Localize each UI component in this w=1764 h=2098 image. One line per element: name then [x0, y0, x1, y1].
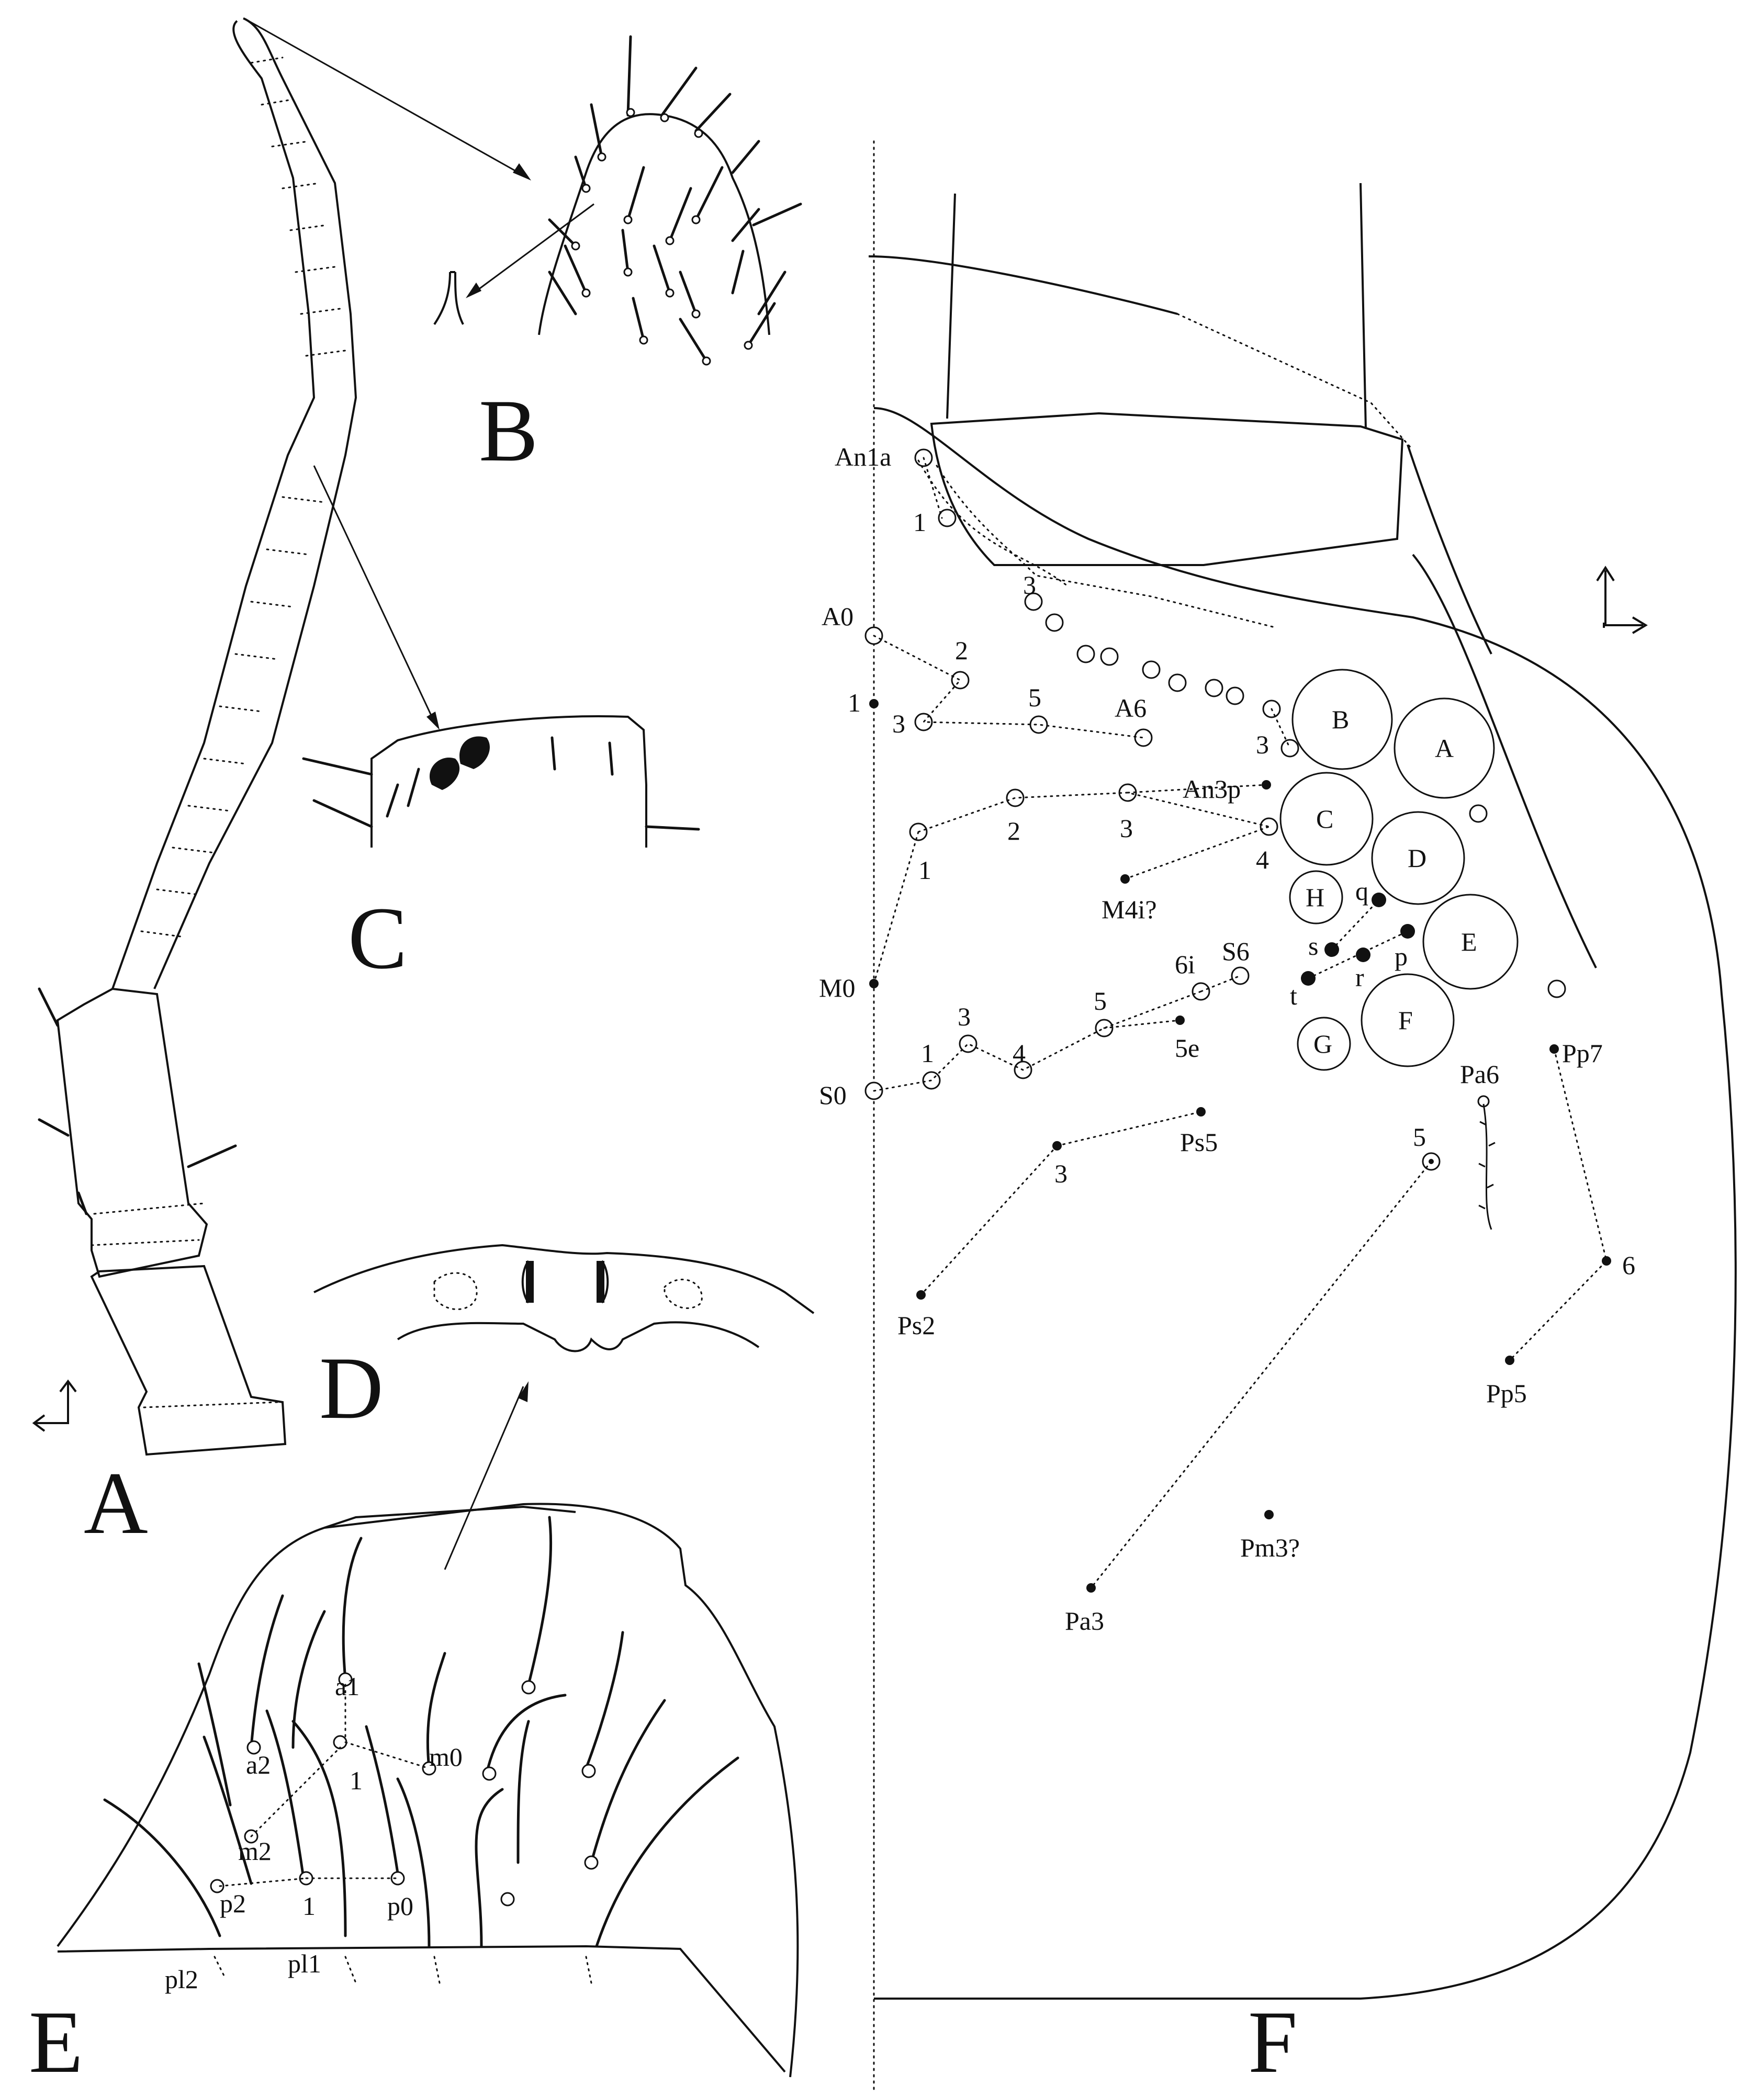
label-an-bar: 3 — [1023, 570, 1036, 600]
label-s5e: 5e — [1175, 1033, 1199, 1063]
labral-detail-drawing — [313, 1244, 815, 1570]
label-a2: a2 — [246, 1750, 271, 1779]
label-s3: 3 — [958, 1002, 971, 1031]
label-a6: A6 — [1115, 693, 1147, 723]
eye-d — [1371, 811, 1465, 905]
label-m0: m0 — [429, 1742, 463, 1772]
label-m3: 3 — [1120, 814, 1133, 843]
label-m1: 1 — [350, 1766, 363, 1795]
eye-f — [1361, 973, 1455, 1067]
panel-label-e: E — [29, 1993, 83, 2091]
label-ps2: Ps2 — [897, 1311, 935, 1340]
label-m1: 1 — [918, 855, 931, 885]
eye-label-a: A — [1435, 734, 1454, 763]
label-an1a: An1a — [835, 442, 891, 471]
label-a1: a1 — [335, 1672, 359, 1701]
organ-label-t: t — [1290, 981, 1297, 1010]
label-a0: A0 — [822, 602, 853, 631]
panel-label-c: C — [348, 889, 407, 987]
eye-label-h: H — [1306, 883, 1324, 912]
label-pm3: Pm3? — [1240, 1533, 1300, 1562]
panel-label-d: D — [319, 1339, 384, 1437]
label-s6i: 6i — [1175, 950, 1195, 979]
panel-label-a: A — [84, 1454, 148, 1552]
eye-a — [1394, 697, 1495, 799]
label-p0: p0 — [387, 1891, 413, 1921]
eye-b — [1291, 669, 1393, 770]
label-m4: 4 — [1256, 845, 1269, 874]
eye-h — [1289, 870, 1343, 924]
label-p1: 1 — [302, 1891, 316, 1921]
antenna-drawing — [32, 17, 357, 1456]
label-ps3: 3 — [1054, 1159, 1068, 1188]
antennal-organ-drawing — [302, 465, 700, 848]
label-a1: 1 — [848, 688, 861, 717]
eye-label-b: B — [1332, 705, 1349, 734]
label-pp6: 6 — [1622, 1250, 1635, 1280]
label-s1: 1 — [921, 1039, 934, 1068]
label-m2: 2 — [1007, 816, 1020, 845]
label-m0: M0 — [819, 973, 855, 1002]
antennal-tip-drawing — [248, 20, 802, 366]
label-m2: m2 — [238, 1836, 272, 1866]
organ-label-s: s — [1308, 931, 1318, 961]
panel-label-f: F — [1248, 1993, 1298, 2091]
label-p2: p2 — [220, 1889, 246, 1918]
label-m4i: M4i? — [1102, 895, 1157, 924]
panel-label-b: B — [479, 381, 538, 480]
eye-label-c: C — [1316, 804, 1333, 833]
label-pp5: Pp5 — [1486, 1379, 1527, 1408]
label-s6: S6 — [1222, 937, 1250, 966]
label-s0: S0 — [819, 1080, 847, 1110]
head-chaetotaxy-drawing — [864, 140, 1737, 2094]
label-an3p: An3p — [1183, 774, 1241, 804]
label-pa6: Pa6 — [1460, 1059, 1499, 1089]
eye-labels: B A C D H E F G — [1306, 705, 1477, 1058]
label-pp7: Pp7 — [1562, 1039, 1603, 1068]
label-a3: 3 — [892, 709, 905, 738]
label-ps5: Ps5 — [1180, 1127, 1218, 1157]
organ-label-q: q — [1355, 876, 1368, 906]
organ-label-r: r — [1355, 963, 1364, 992]
label-pl1: pl1 — [288, 1949, 321, 1978]
label-a2: 2 — [955, 636, 968, 665]
eye-label-f: F — [1398, 1006, 1413, 1035]
label-pl2: pl2 — [165, 1965, 198, 1994]
eye-label-g: G — [1313, 1029, 1332, 1058]
label-s4: 4 — [1013, 1039, 1026, 1068]
head-setae-labels: An1a 1 3 A0 1 2 3 5 A6 3 An3p 1 2 3 4 M4… — [819, 442, 1635, 1635]
eye-g — [1297, 1017, 1351, 1071]
label-pa3: Pa3 — [1065, 1606, 1104, 1635]
eye-label-e: E — [1461, 927, 1477, 956]
label-pa5: 5 — [1413, 1122, 1426, 1152]
eye-e — [1422, 894, 1519, 990]
labrum-drawing — [57, 1503, 799, 2078]
eye-c — [1279, 772, 1374, 866]
label-an1: 1 — [913, 507, 926, 537]
organ-label-p: p — [1395, 942, 1408, 971]
label-s5: 5 — [1094, 986, 1107, 1016]
label-a5: 5 — [1028, 683, 1041, 712]
label-an3: 3 — [1256, 730, 1269, 759]
eye-label-d: D — [1408, 843, 1426, 873]
postantennal-organ-labels: q s p r t — [1290, 876, 1408, 1010]
